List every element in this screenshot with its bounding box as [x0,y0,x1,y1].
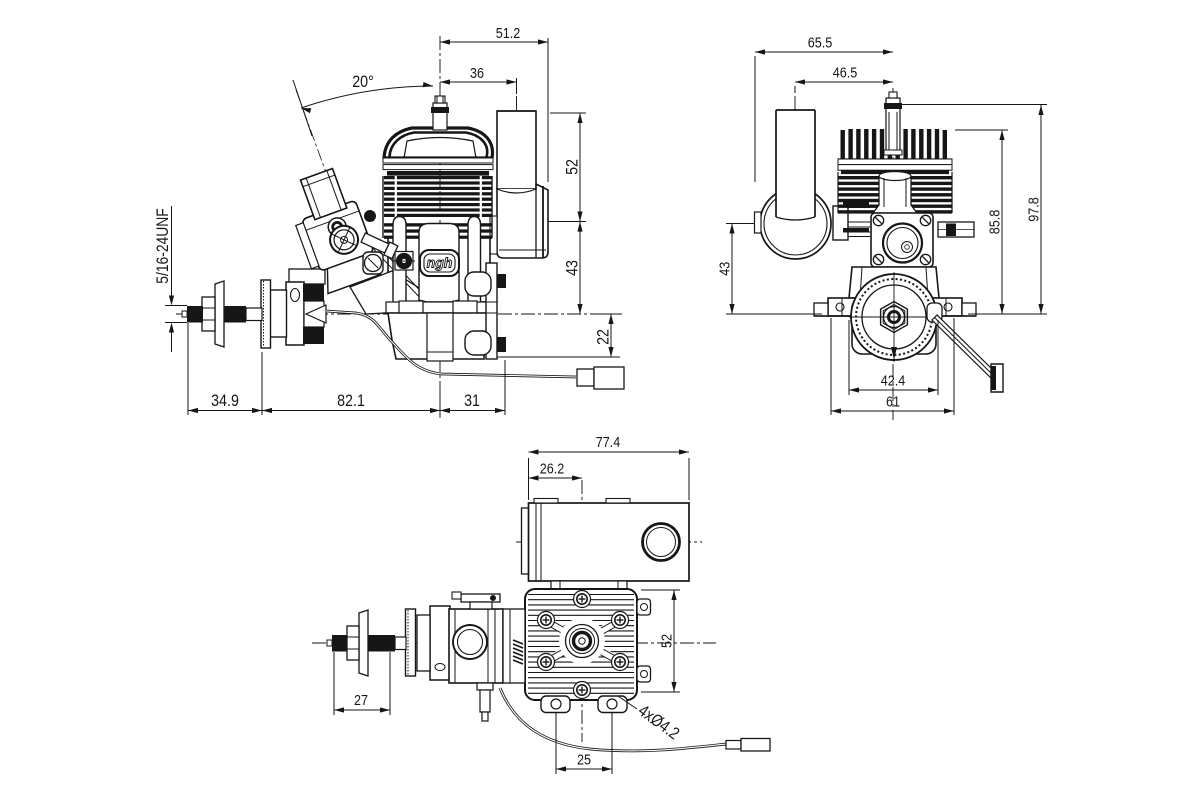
svg-text:52: 52 [563,159,581,175]
svg-text:5/16-24UNF: 5/16-24UNF [154,208,172,283]
svg-text:31: 31 [464,392,480,410]
svg-text:22: 22 [594,329,612,345]
svg-text:52: 52 [657,634,674,648]
svg-text:97.8: 97.8 [1024,197,1041,222]
svg-text:43: 43 [715,262,732,276]
svg-text:61: 61 [886,392,900,409]
svg-text:25: 25 [577,750,591,767]
svg-text:51.2: 51.2 [496,24,521,41]
svg-text:20°: 20° [352,73,374,91]
svg-text:27: 27 [354,691,368,708]
svg-text:43: 43 [563,260,581,276]
svg-text:82.1: 82.1 [337,392,365,410]
svg-text:46.5: 46.5 [833,63,858,80]
svg-text:ngh: ngh [427,255,453,271]
svg-text:77.4: 77.4 [596,433,621,450]
svg-text:85.8: 85.8 [985,209,1002,234]
svg-text:42.4: 42.4 [881,371,906,388]
svg-text:36: 36 [470,64,484,81]
svg-text:34.9: 34.9 [211,392,239,410]
svg-text:26.2: 26.2 [540,459,565,476]
svg-text:65.5: 65.5 [808,33,833,50]
